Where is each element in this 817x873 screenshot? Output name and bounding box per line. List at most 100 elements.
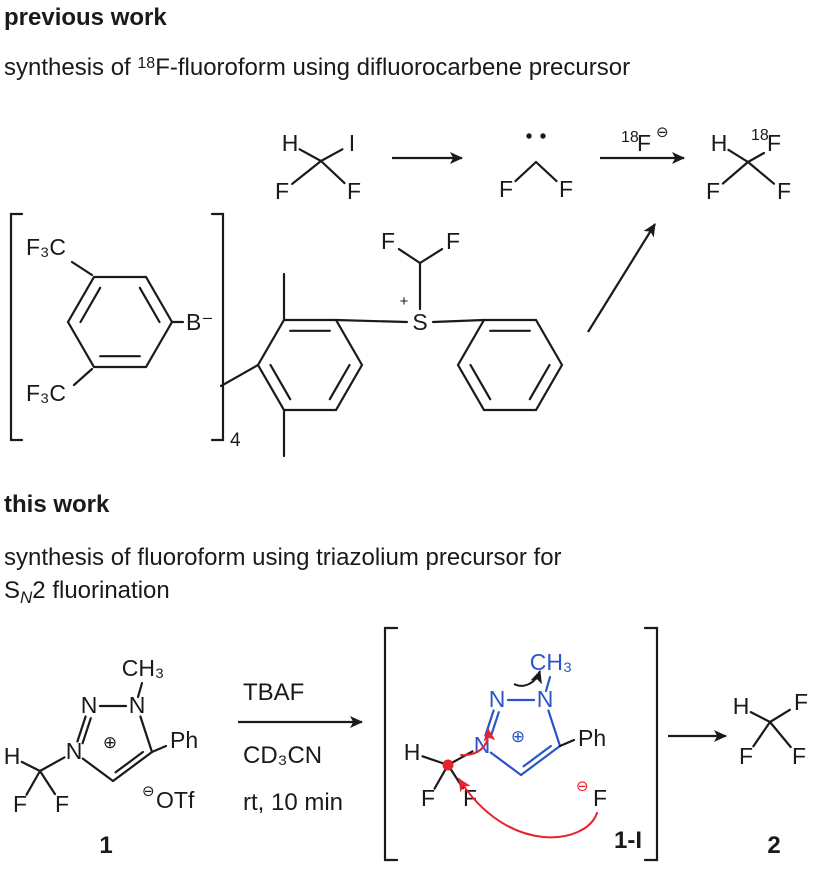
bond	[397, 248, 422, 265]
phenyl-ring	[456, 318, 564, 412]
bond	[768, 720, 792, 749]
atom-f: F	[446, 228, 460, 254]
atom-f: F	[739, 743, 753, 769]
atom-f: F	[559, 176, 573, 202]
mesityl-ring	[256, 318, 364, 412]
chf2i-structure: H I F F	[275, 130, 361, 204]
bond	[150, 744, 168, 754]
double-bond-inner	[114, 750, 144, 774]
double-bond-inner	[269, 363, 292, 401]
subtitle-sup18: 18	[137, 55, 155, 72]
atom-h: H	[711, 130, 728, 156]
atom-h: H	[404, 739, 421, 765]
previous-work-subtitle: synthesis of 18F-fluoroform using difluo…	[4, 54, 630, 81]
bond	[534, 160, 558, 183]
this-work-subtitle-line1: synthesis of fluoroform using triazolium…	[4, 544, 562, 571]
plus-charge-icon: ⊕	[103, 733, 117, 752]
bond	[752, 720, 772, 748]
atom-h: H	[4, 743, 21, 769]
bond	[76, 715, 87, 743]
fluoroform-2-bonds	[749, 708, 792, 749]
conditions-block: TBAF CD₃CN rt, 10 min	[238, 679, 363, 816]
fluoroform-18f-bonds	[721, 148, 776, 185]
curved-arrow-fluoride-attack	[458, 778, 598, 839]
methyl-group: CH₃	[122, 655, 165, 681]
minus-charge-icon: ⊖	[576, 778, 589, 795]
atom-f: F	[421, 785, 435, 811]
fluoroform-18f-structure: H 18 F F F	[706, 127, 791, 204]
atom-f: F	[777, 178, 791, 204]
methyl-bond	[219, 363, 260, 388]
phenyl-group: Ph	[578, 725, 606, 751]
fluoride-atom: F	[593, 785, 607, 811]
solvent-cd3cn: CD₃CN	[243, 742, 322, 769]
intermediate-1i-group: CH₃ N N N ⊕ Ph H F F ⊖ F	[383, 626, 659, 862]
borate-bonds	[9, 212, 225, 442]
atom-n: N	[129, 692, 146, 718]
atom-f: F	[13, 791, 27, 817]
atom-boron: B⁻	[186, 309, 213, 335]
carbene-bonds	[514, 160, 558, 183]
bond	[431, 318, 486, 324]
chf2i-bonds	[291, 148, 346, 185]
double-bond-inner	[469, 363, 492, 401]
triazolium-1-structure: CH₃ N N N ⊕ Ph H F F ⊖ OTf 1	[4, 655, 198, 859]
double-bond-inner	[328, 363, 351, 401]
fluorination-arrow-group: 18 F ⊖	[600, 124, 685, 164]
bond	[38, 769, 57, 796]
sn2-n-sub: N	[20, 588, 33, 607]
atom-f: F	[767, 130, 781, 156]
subtitle-post: F-fluoroform using difluorocarbene precu…	[155, 54, 630, 81]
bond	[319, 148, 344, 163]
subtitle-pre: synthesis of	[4, 54, 137, 81]
right-bracket	[643, 626, 659, 862]
difluorocarbene-structure: F F	[499, 133, 573, 202]
conditions-time: rt, 10 min	[243, 789, 343, 816]
triflate-counterion: OTf	[156, 787, 195, 813]
intermediate-brackets	[383, 626, 659, 862]
mechanism-arrows-red	[458, 728, 598, 839]
bond	[558, 738, 576, 748]
sn2-s: S	[4, 577, 20, 604]
bond	[38, 756, 66, 773]
atom-n: N	[537, 686, 554, 712]
double-bond-inner	[138, 286, 161, 324]
atom-i: I	[349, 130, 355, 156]
double-bond-inner	[81, 717, 92, 745]
double-bond-inner	[79, 286, 102, 324]
bond	[746, 160, 776, 185]
cf3-group: F₃C	[26, 234, 66, 260]
bond	[81, 757, 115, 783]
compound-number-1i: 1-I	[614, 827, 642, 854]
compound-number-2: 2	[767, 832, 780, 859]
atom-f: F	[275, 178, 289, 204]
atom-f: F	[347, 178, 361, 204]
atom-n: N	[66, 738, 83, 764]
bond	[746, 151, 766, 164]
atom-f: F	[499, 176, 513, 202]
compound-number-1: 1	[99, 832, 112, 859]
curved-arrow-methyl	[513, 670, 542, 687]
bond	[727, 148, 750, 164]
bond	[334, 318, 409, 324]
bond	[20, 760, 42, 773]
lone-pair-dot	[526, 133, 532, 139]
bond	[489, 751, 523, 777]
left-bracket	[383, 626, 399, 862]
atom-sulfur: S	[412, 309, 427, 335]
atom-n: N	[489, 686, 506, 712]
triazolium-1-bonds	[20, 681, 168, 796]
atom-n: N	[81, 692, 98, 718]
bond	[319, 159, 346, 185]
lone-pair-dot	[540, 133, 546, 139]
electrophilic-carbon-dot	[442, 759, 454, 771]
curved-arrow-bond-cleavage	[460, 728, 496, 757]
sulfonium-bonds	[219, 248, 564, 458]
reagent-tbaf: TBAF	[243, 679, 304, 706]
bond	[544, 675, 552, 693]
atom-f: F	[637, 130, 651, 156]
atom-f: F	[792, 743, 806, 769]
bond	[418, 248, 444, 265]
